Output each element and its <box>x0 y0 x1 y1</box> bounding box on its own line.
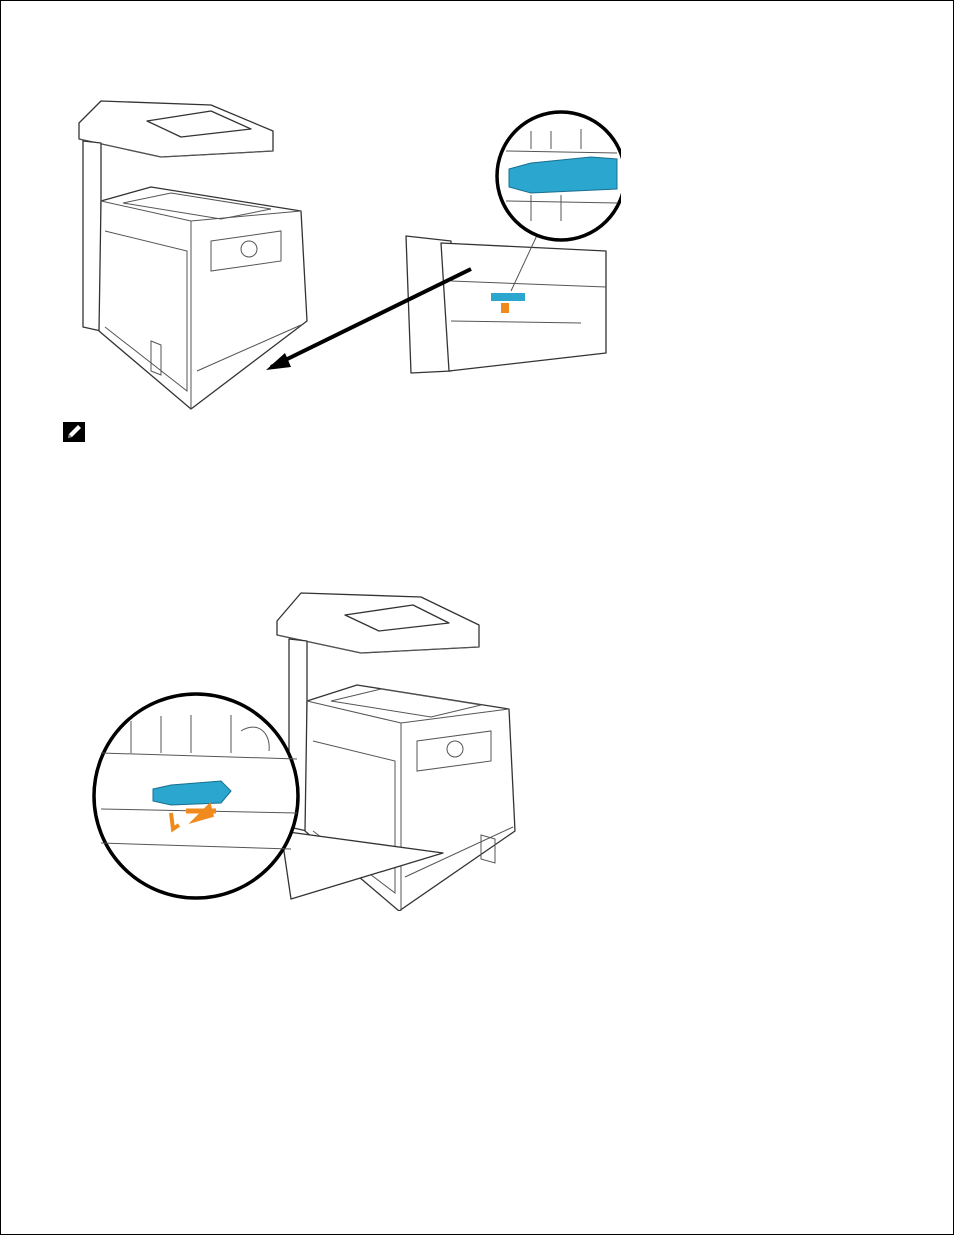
pencil-note-icon <box>63 422 85 442</box>
printer-lever-illustration <box>91 581 531 911</box>
figure-printer-roller-lever <box>91 581 531 911</box>
figure-printer-side-cover <box>61 91 621 411</box>
roller-lever-small <box>491 293 525 301</box>
printer-side-illustration <box>61 91 621 411</box>
